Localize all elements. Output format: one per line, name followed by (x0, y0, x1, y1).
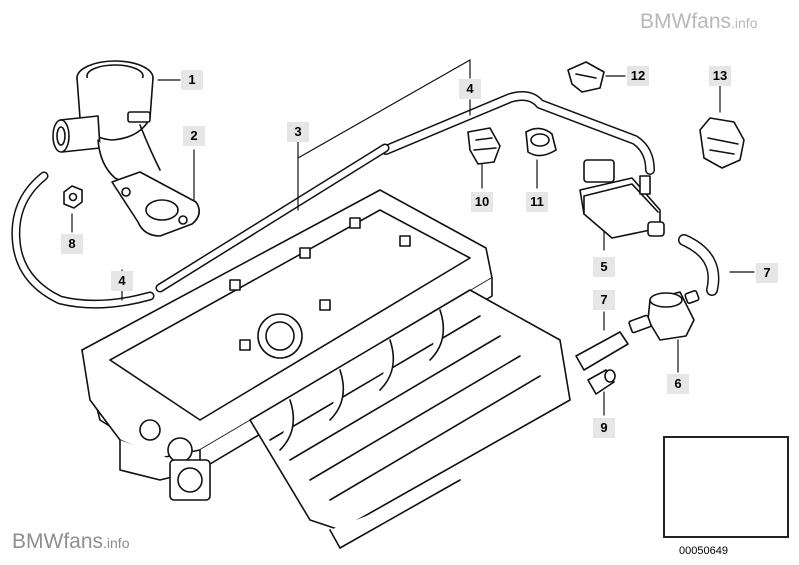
watermark-top-brand: BMWfans (640, 10, 732, 33)
callout-12: 12 (627, 66, 649, 86)
watermark-top: BMWfans.info (640, 10, 757, 34)
part-7-hose-elbow (678, 234, 720, 296)
callout-13: 13 (709, 66, 731, 86)
callout-4-right: 4 (459, 79, 481, 99)
engine-intake-manifold (249, 289, 571, 549)
part-6-filter (628, 290, 700, 341)
inset-car-location-box (663, 436, 789, 538)
watermark-bottom-brand: BMWfans (12, 530, 104, 553)
watermark-bottom: BMWfans.info (12, 530, 129, 554)
part-4-hose-right (381, 91, 655, 175)
callout-9: 9 (593, 418, 615, 438)
callout-8: 8 (61, 234, 83, 254)
part-12-clip (567, 61, 605, 93)
part-1-vent-valve (52, 60, 161, 189)
part-5-solenoid-valve (579, 159, 665, 239)
part-8-nut (63, 185, 83, 209)
watermark-bottom-suffix: .info (103, 535, 130, 551)
callout-5: 5 (593, 257, 615, 277)
leader-lines (71, 59, 755, 416)
part-11-clip (525, 127, 557, 157)
part-3-pipe (155, 143, 390, 293)
callout-7-center: 7 (593, 290, 615, 310)
part-4-hose-left (11, 171, 155, 309)
callout-11: 11 (526, 192, 548, 212)
callout-3: 3 (287, 122, 309, 142)
callout-10: 10 (471, 192, 493, 212)
callout-6: 6 (667, 374, 689, 394)
callout-1: 1 (181, 70, 203, 90)
diagram-code: 00050649 (679, 545, 728, 557)
part-13-bracket (699, 117, 745, 169)
part-2-gasket (111, 171, 200, 237)
part-9-connector (587, 369, 616, 395)
callout-4-left: 4 (111, 271, 133, 291)
part-10-clip (467, 127, 501, 165)
callout-7-right: 7 (756, 263, 778, 283)
watermark-top-suffix: .info (731, 15, 758, 31)
part-7-short-hose (575, 331, 629, 371)
callout-2: 2 (183, 126, 205, 146)
